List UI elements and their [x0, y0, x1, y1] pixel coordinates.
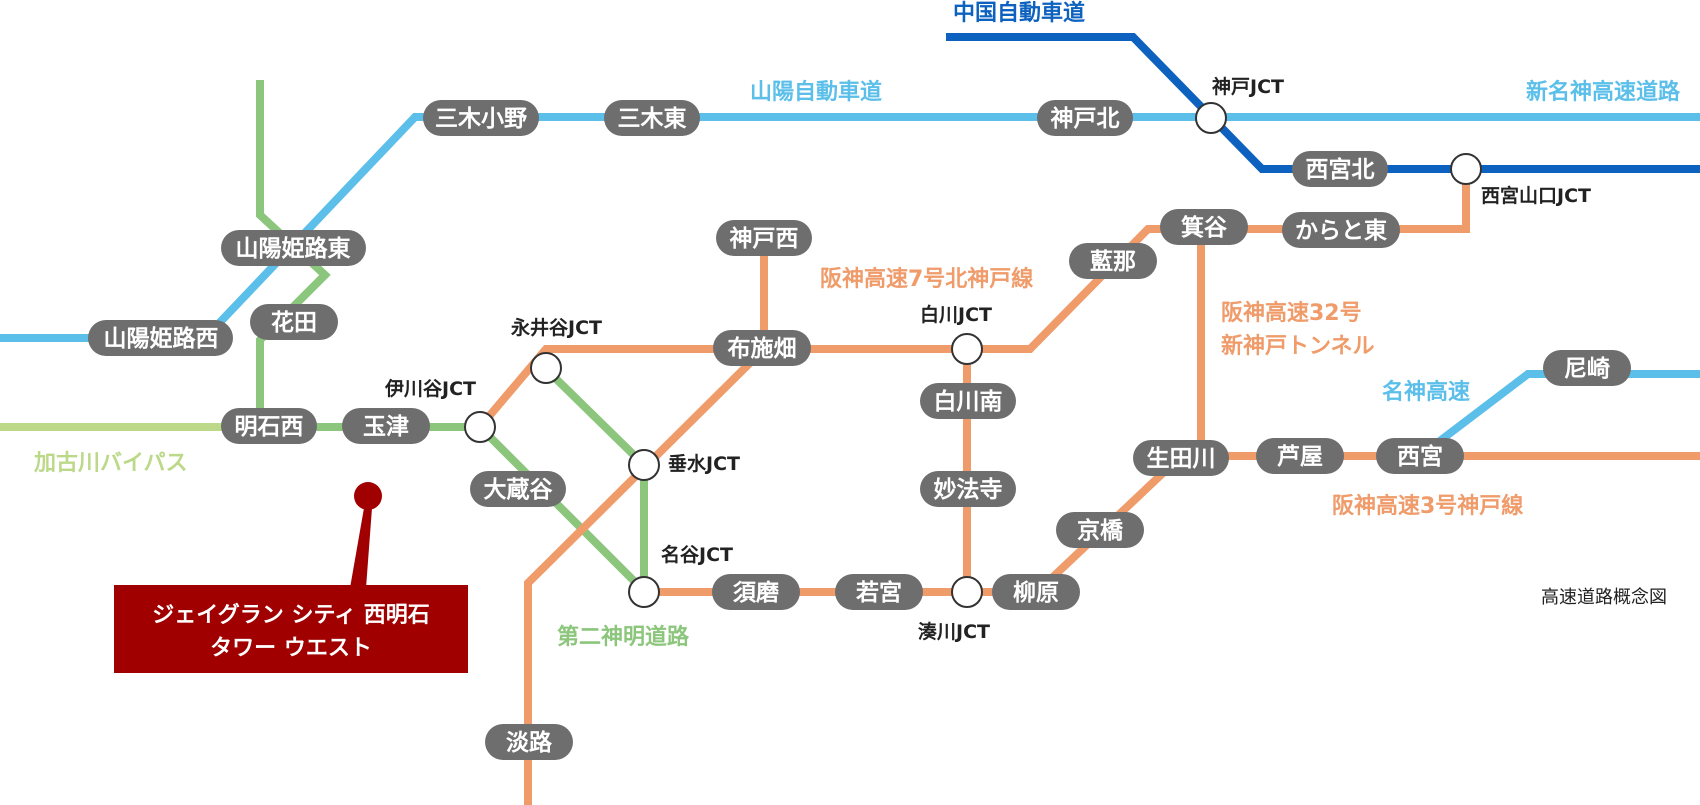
jct-shirakawa[interactable] — [951, 333, 983, 365]
station-label: 神戸北 — [1051, 105, 1120, 132]
jct-shirakawa-label: 白川JCT — [920, 303, 992, 326]
chugoku-label: 中国自動車道 — [953, 0, 1085, 26]
station-kobe-nishi[interactable]: 神戸西 — [716, 220, 812, 256]
property-name-line2: タワー ウエスト — [210, 636, 372, 661]
station-ashiya[interactable]: 芦屋 — [1256, 438, 1344, 474]
station-label: 西宮北 — [1306, 156, 1375, 183]
station-label: 花田 — [271, 310, 317, 336]
jct-nagaidani-label: 永井谷JCT — [510, 316, 602, 339]
station-label: 生田川 — [1147, 446, 1216, 472]
station-label: 山陽姫路東 — [236, 235, 351, 262]
hanshin32-label-1: 阪神高速32号 — [1221, 300, 1362, 326]
station-ikutagawa[interactable]: 生田川 — [1133, 440, 1229, 476]
station-label: 大蔵谷 — [484, 477, 554, 503]
daini-shinmei-label: 第二神明道路 — [557, 624, 690, 650]
station-label: 三木東 — [618, 106, 687, 132]
station-label: 淡路 — [506, 729, 553, 756]
station-yanagihara[interactable]: 柳原 — [992, 574, 1080, 610]
property-callout[interactable] — [114, 585, 468, 673]
hanshin32-label-2: 新神戸トンネル — [1221, 333, 1375, 359]
station-karatohigashi[interactable]: からと東 — [1282, 212, 1400, 248]
station-miki-higashi[interactable]: 三木東 — [604, 100, 700, 136]
jct-ikawadani[interactable] — [464, 411, 496, 443]
station-kyobashi[interactable]: 京橋 — [1056, 512, 1144, 548]
jct-meitani-label: 名谷JCT — [661, 543, 733, 566]
station-label: 神戸西 — [730, 225, 799, 252]
station-label: 尼崎 — [1564, 356, 1610, 382]
jct-nagaidani[interactable] — [530, 352, 562, 384]
station-label: 妙法寺 — [934, 477, 1003, 503]
jct-meitani[interactable] — [628, 576, 660, 608]
station-label: 布施畑 — [728, 335, 797, 362]
map-caption: 高速道路概念図 — [1541, 586, 1667, 608]
station-akashi-nishi[interactable]: 明石西 — [221, 408, 317, 444]
station-label: 若宮 — [856, 579, 902, 606]
hanshin7-label: 阪神高速7号北神戸線 — [820, 266, 1033, 292]
station-awaji[interactable]: 淡路 — [485, 724, 573, 760]
station-label: 三木小野 — [435, 106, 527, 132]
station-label: 京橋 — [1077, 517, 1124, 544]
station-miki-ono[interactable]: 三木小野 — [423, 100, 539, 136]
station-label: 芦屋 — [1277, 444, 1323, 470]
station-label: 明石西 — [235, 414, 304, 440]
jct-tarumi[interactable] — [628, 449, 660, 481]
jct-ikawadani-label: 伊川谷JCT — [384, 377, 476, 400]
jct-kobe-label: 神戸JCT — [1212, 75, 1284, 98]
station-kobe-kita[interactable]: 神戸北 — [1037, 100, 1133, 136]
jct-kobe[interactable] — [1195, 102, 1227, 134]
station-myohoji[interactable]: 妙法寺 — [920, 471, 1016, 507]
station-label: 白川南 — [934, 388, 1003, 415]
shin-meishin-label: 新名神高速道路 — [1526, 79, 1681, 105]
sanyo-label: 山陽自動車道 — [750, 79, 882, 105]
kakogawa-label: 加古川バイパス — [33, 450, 188, 476]
station-amagasaki[interactable]: 尼崎 — [1543, 350, 1631, 386]
station-shirakawa-minami[interactable]: 白川南 — [920, 383, 1016, 419]
station-nishinomiya-kita[interactable]: 西宮北 — [1292, 151, 1388, 187]
station-fuseihata[interactable]: 布施畑 — [713, 330, 811, 366]
property-location-marker[interactable] — [354, 482, 382, 510]
station-label: 西宮 — [1397, 443, 1443, 470]
hanshin-south-line — [644, 452, 1700, 596]
station-label: からと東 — [1295, 218, 1387, 244]
station-label: 玉津 — [363, 413, 409, 440]
station-label: 柳原 — [1013, 579, 1059, 606]
property-pointer — [350, 508, 372, 588]
station-tamatsu[interactable]: 玉津 — [342, 408, 430, 444]
station-sanyo-himeji-nishi[interactable]: 山陽姫路西 — [88, 320, 233, 356]
station-wakamiya[interactable]: 若宮 — [835, 574, 923, 610]
station-suma[interactable]: 須磨 — [712, 574, 800, 610]
property-name-line1: ジェイグラン シティ 西明石 — [152, 602, 430, 628]
station-minodani[interactable]: 箕谷 — [1160, 209, 1248, 245]
meishin-line — [1417, 370, 1700, 460]
station-label: 山陽姫路西 — [104, 325, 219, 352]
station-okuradani[interactable]: 大蔵谷 — [470, 471, 566, 507]
meishin-label: 名神高速 — [1382, 379, 1470, 405]
jct-minatogawa-label: 湊川JCT — [918, 620, 990, 643]
station-aina[interactable]: 藍那 — [1069, 243, 1157, 279]
station-label: 藍那 — [1090, 249, 1136, 275]
station-sanyo-himeji-higashi[interactable]: 山陽姫路東 — [221, 230, 366, 266]
jct-minatogawa[interactable] — [951, 576, 983, 608]
station-nishinomiya[interactable]: 西宮 — [1376, 438, 1464, 474]
jct-tarumi-label: 垂水JCT — [668, 453, 740, 475]
station-label: 箕谷 — [1181, 214, 1228, 241]
hanshin3-label: 阪神高速3号神戸線 — [1332, 493, 1523, 519]
jct-nishinomiya-yamaguchi[interactable] — [1450, 153, 1482, 185]
station-hanada[interactable]: 花田 — [250, 304, 338, 340]
station-label: 須磨 — [733, 580, 779, 606]
jct-nishinomiya-yamaguchi-label: 西宮山口JCT — [1481, 184, 1591, 207]
hanada-spur-line — [256, 80, 331, 427]
